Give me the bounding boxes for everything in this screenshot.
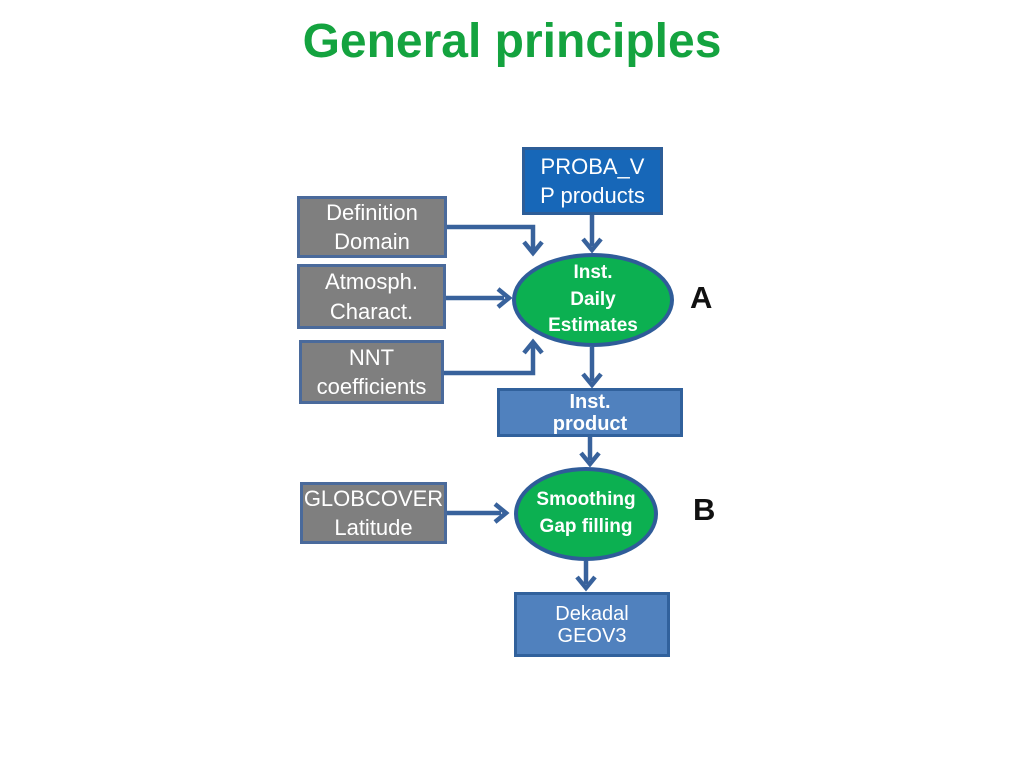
node-atmosph-label: Atmosph. Charact. — [325, 269, 418, 324]
node-inst-daily-estimates: Inst. Daily Estimates — [512, 253, 674, 347]
arrowhead-up-icon — [522, 338, 544, 355]
node-smoothing-gap-filling: Smoothing Gap filling — [514, 467, 658, 561]
arrowhead-down-icon — [581, 372, 603, 389]
node-nnt-coefficients: NNT coefficients — [299, 340, 444, 404]
stage-label-b: B — [693, 492, 716, 527]
connector-nnt-to-daily — [444, 345, 536, 376]
node-globcover-latitude: GLOBCOVER Latitude — [300, 482, 447, 544]
arrowhead-down-icon — [579, 451, 601, 468]
stage-label-a: A — [690, 280, 713, 315]
node-inst-product-label: Inst. product — [552, 390, 628, 435]
arrowhead-down-icon — [575, 575, 597, 592]
node-dekadal-geov3: Dekadal GEOV3 — [514, 592, 670, 657]
arrowhead-right-icon — [493, 502, 510, 524]
node-globcover-label: GLOBCOVER Latitude — [303, 485, 444, 540]
arrowhead-down-icon — [581, 237, 603, 254]
node-definition-label: Definition Domain — [326, 199, 418, 254]
arrowhead-down-icon — [522, 240, 544, 257]
arrowhead-right-icon — [496, 287, 513, 309]
node-nnt-label: NNT coefficients — [316, 344, 427, 399]
node-proba-v-products: PROBA_V P products — [522, 147, 663, 215]
node-proba-v-label: PROBA_V P products — [540, 153, 645, 208]
slide-title: General principles — [302, 15, 722, 68]
node-smoothing-label: Smoothing Gap filling — [536, 489, 636, 537]
connector-definition-to-daily — [447, 224, 536, 250]
node-dekadal-label: Dekadal GEOV3 — [555, 602, 629, 647]
node-inst-product: Inst. product — [497, 388, 683, 437]
node-definition-domain: Definition Domain — [297, 196, 447, 258]
node-atmosph-charact: Atmosph. Charact. — [297, 264, 446, 329]
node-inst-daily-label: Inst. Daily Estimates — [548, 262, 638, 337]
